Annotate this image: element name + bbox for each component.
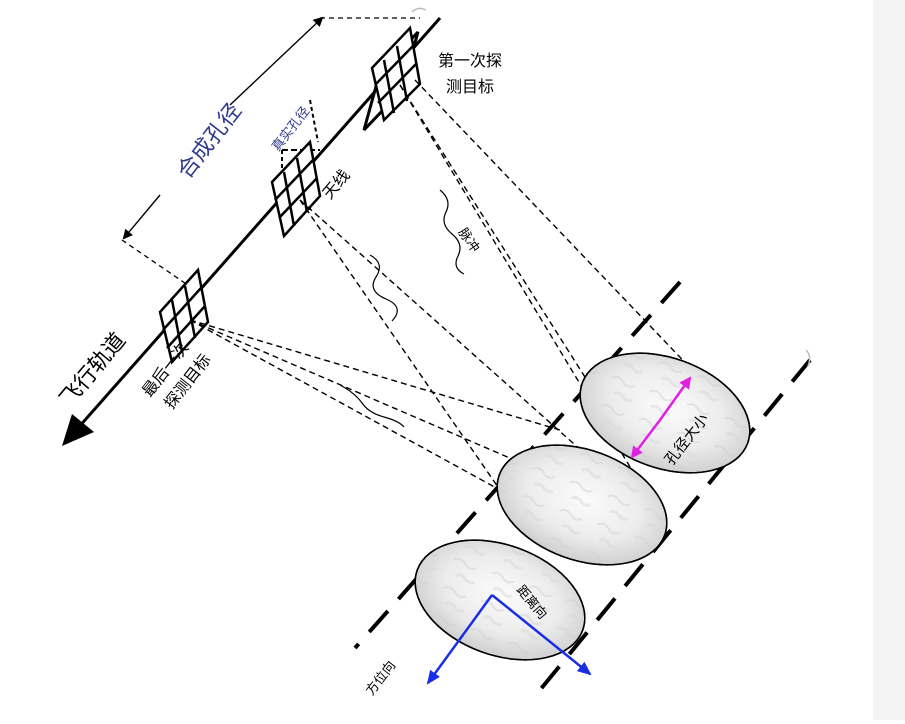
top-arc bbox=[411, 7, 427, 13]
right-arc bbox=[805, 349, 811, 367]
pulse-waves bbox=[339, 189, 465, 428]
antenna-grid-first bbox=[370, 25, 422, 123]
azimuth-direction-label: 方位向 bbox=[363, 658, 400, 699]
first-detection-label-1: 第一次探 bbox=[438, 51, 502, 70]
footprints bbox=[414, 352, 751, 661]
antenna-last bbox=[158, 267, 210, 365]
aperture-size-arrow bbox=[630, 376, 692, 459]
antenna-middle bbox=[270, 139, 322, 239]
direction-arrows bbox=[426, 594, 592, 685]
synthetic-aperture-label: 合成孔径 bbox=[173, 99, 247, 184]
side-panel-strip bbox=[873, 0, 905, 720]
flight-track-label: 飞行轨道 bbox=[55, 328, 131, 411]
antenna-label: 天线 bbox=[319, 166, 354, 203]
first-detection-label-2: 测目标 bbox=[446, 77, 494, 96]
synthetic-aperture-dimension bbox=[121, 16, 420, 291]
pulse-label: 脉冲 bbox=[455, 226, 482, 256]
